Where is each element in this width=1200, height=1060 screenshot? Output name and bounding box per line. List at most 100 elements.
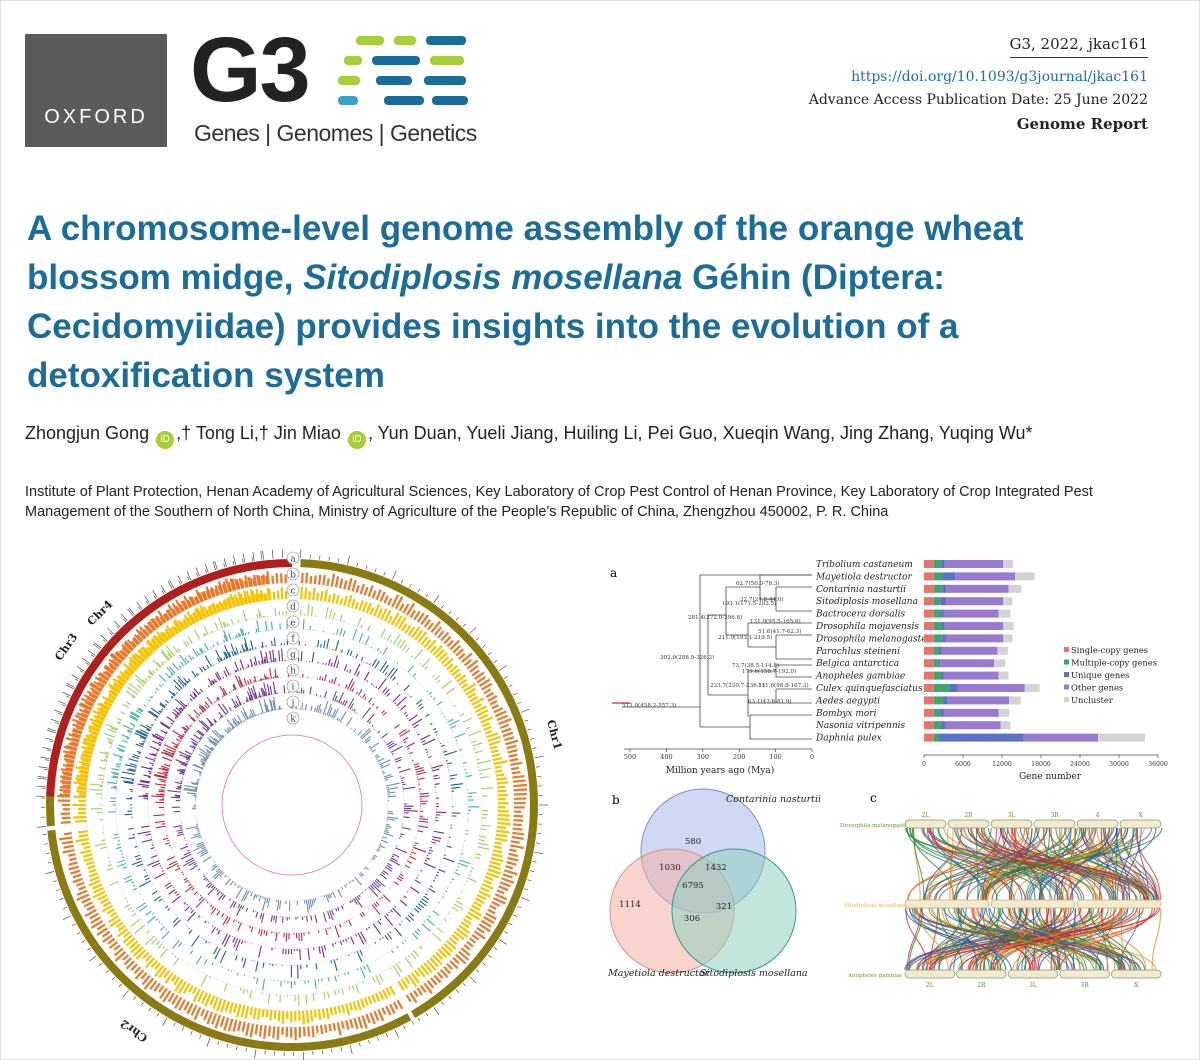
anopheles-chromosome [956, 969, 1007, 979]
synteny-species-label: Anopheles gambiae [847, 973, 903, 979]
legend-label: Other genes [1071, 683, 1123, 693]
article-type: Genome Report [1016, 115, 1148, 133]
gene-bar-segment [940, 659, 995, 668]
tree-tick: 100 [769, 753, 781, 761]
gene-tick: 24000 [1070, 761, 1090, 768]
gene-bar-segment [933, 721, 941, 730]
venn-count: 306 [684, 914, 700, 924]
chromosome-arm-label: 3L [1029, 982, 1037, 989]
gene-bar-segment [945, 721, 1001, 730]
anopheles-chromosome [1059, 969, 1110, 979]
legend-swatch [1064, 647, 1069, 652]
legend-swatch [1064, 697, 1069, 702]
orcid-icon[interactable]: iD [156, 431, 175, 449]
gene-bar-segment [943, 609, 999, 618]
chromosome-label: Chr4 [85, 598, 116, 629]
gene-bar-segment [994, 659, 1006, 668]
species-label: Nasonia vitripennis [815, 721, 905, 731]
author-list: Zhongjun Gong iD,† Tong Li,† Jin Miao iD… [25, 421, 1125, 449]
track-label: f [291, 635, 295, 645]
chromosome-arm-label: X [1138, 812, 1143, 819]
track-label: j [291, 699, 295, 709]
gene-bar-segment [933, 622, 942, 630]
chromosome-arm-label: X [1134, 982, 1139, 989]
gene-bar-segment [933, 584, 943, 593]
synteny-species-label: Sitodiplosis mosellana [844, 903, 907, 909]
node-age-label: 51.6(41.7-62.3) [758, 628, 802, 635]
gene-bar-segment [942, 584, 947, 593]
gene-bar-segment [938, 733, 1024, 742]
species-label: Bactrocera dorsalis [815, 610, 905, 620]
article-meta: G3, 2022, jkac161 https://doi.org/10.109… [809, 32, 1148, 136]
author-name: Tong Li,† [195, 423, 269, 443]
venn-set-label: Sitodiplosis mosellana [700, 968, 808, 979]
chromosome-label: Chr1 [544, 718, 564, 751]
gene-bar-segment [1008, 584, 1022, 593]
chromosome-arm-label: 4 [1096, 812, 1100, 819]
gene-bar-segment [924, 560, 934, 568]
venn-count: 6795 [682, 881, 704, 891]
gene-bar-segment [940, 708, 944, 717]
author-name: Jin Miao [273, 423, 341, 443]
gene-bar-segment [941, 646, 998, 655]
venn-set-label: Mayetiola destructor [607, 968, 711, 979]
gene-bar-segment [938, 646, 942, 655]
sitodiplosis-chromosome [1076, 899, 1162, 909]
synteny-species-label: Drosophila melanogaster [840, 823, 911, 829]
gene-bar-segment [1024, 684, 1040, 692]
gene-bar-segment [943, 708, 999, 717]
tree-axis-label: Million years ago (Mya) [666, 765, 774, 776]
track-label: a [290, 555, 296, 565]
species-label: Tribolium castaneum [816, 560, 913, 570]
gene-bar-segment [933, 696, 944, 705]
gene-bar-segment [940, 597, 947, 606]
gene-bar-segment [924, 634, 934, 643]
anopheles-chromosome [1007, 969, 1059, 979]
venn-circle-sitodiplosis [671, 848, 797, 974]
species-label: Contarinia nasturtii [816, 585, 906, 595]
author-mark: ,† [176, 423, 192, 443]
gene-bar-segment [924, 572, 934, 581]
gene-bar-segment [941, 622, 945, 630]
gene-tick: 18000 [1031, 761, 1051, 768]
gene-bar-segment [924, 696, 934, 705]
species-label: Drosophila mojavensis [815, 622, 919, 632]
venn-count: 1432 [705, 863, 727, 873]
author-name: Jing Zhang, [840, 423, 935, 443]
gene-bar-segment [1003, 597, 1013, 606]
node-age-label: 211.9(193.1-219.5) [718, 634, 772, 641]
gene-bar-segment [998, 671, 1009, 680]
species-label: Culex quinquefasciatus [816, 684, 923, 694]
chromosome-arm-label: 3R [1050, 812, 1059, 819]
author-name: Huiling Li, [563, 423, 643, 443]
panel-c-label: c [870, 791, 877, 805]
gene-bar-segment [933, 733, 939, 742]
doi-link[interactable]: https://doi.org/10.1093/g3journal/jkac16… [851, 69, 1148, 85]
advance-access-date: Advance Access Publication Date: 25 June… [808, 92, 1148, 108]
gene-bar-segment [1098, 733, 1145, 742]
tree-tick: 500 [624, 753, 636, 761]
chromosome-arm-label: 2L [926, 982, 934, 989]
chromosome-label: Chr3 [52, 631, 80, 663]
gene-bar-segment [1003, 622, 1014, 630]
gene-bar-segment [933, 671, 942, 680]
legend-swatch [1064, 684, 1069, 690]
gene-bar-segment [998, 609, 1011, 618]
gene-bar-segment [943, 671, 999, 680]
gene-bar-segment [941, 609, 944, 618]
journal-tagline: Genes | Genomes | Genetics [194, 120, 477, 146]
chromosome-label: Chr2 [118, 1017, 150, 1045]
node-age-label: 62.7(50.0-78.3) [736, 580, 780, 587]
orcid-icon[interactable]: iD [347, 431, 366, 449]
gene-bar-segment [924, 622, 934, 630]
publisher-name: OXFORD [44, 106, 148, 128]
gene-bar-segment [933, 646, 939, 655]
gene-bar-segment [940, 721, 946, 730]
gene-bar-segment [924, 684, 934, 692]
track-label: d [290, 603, 296, 613]
